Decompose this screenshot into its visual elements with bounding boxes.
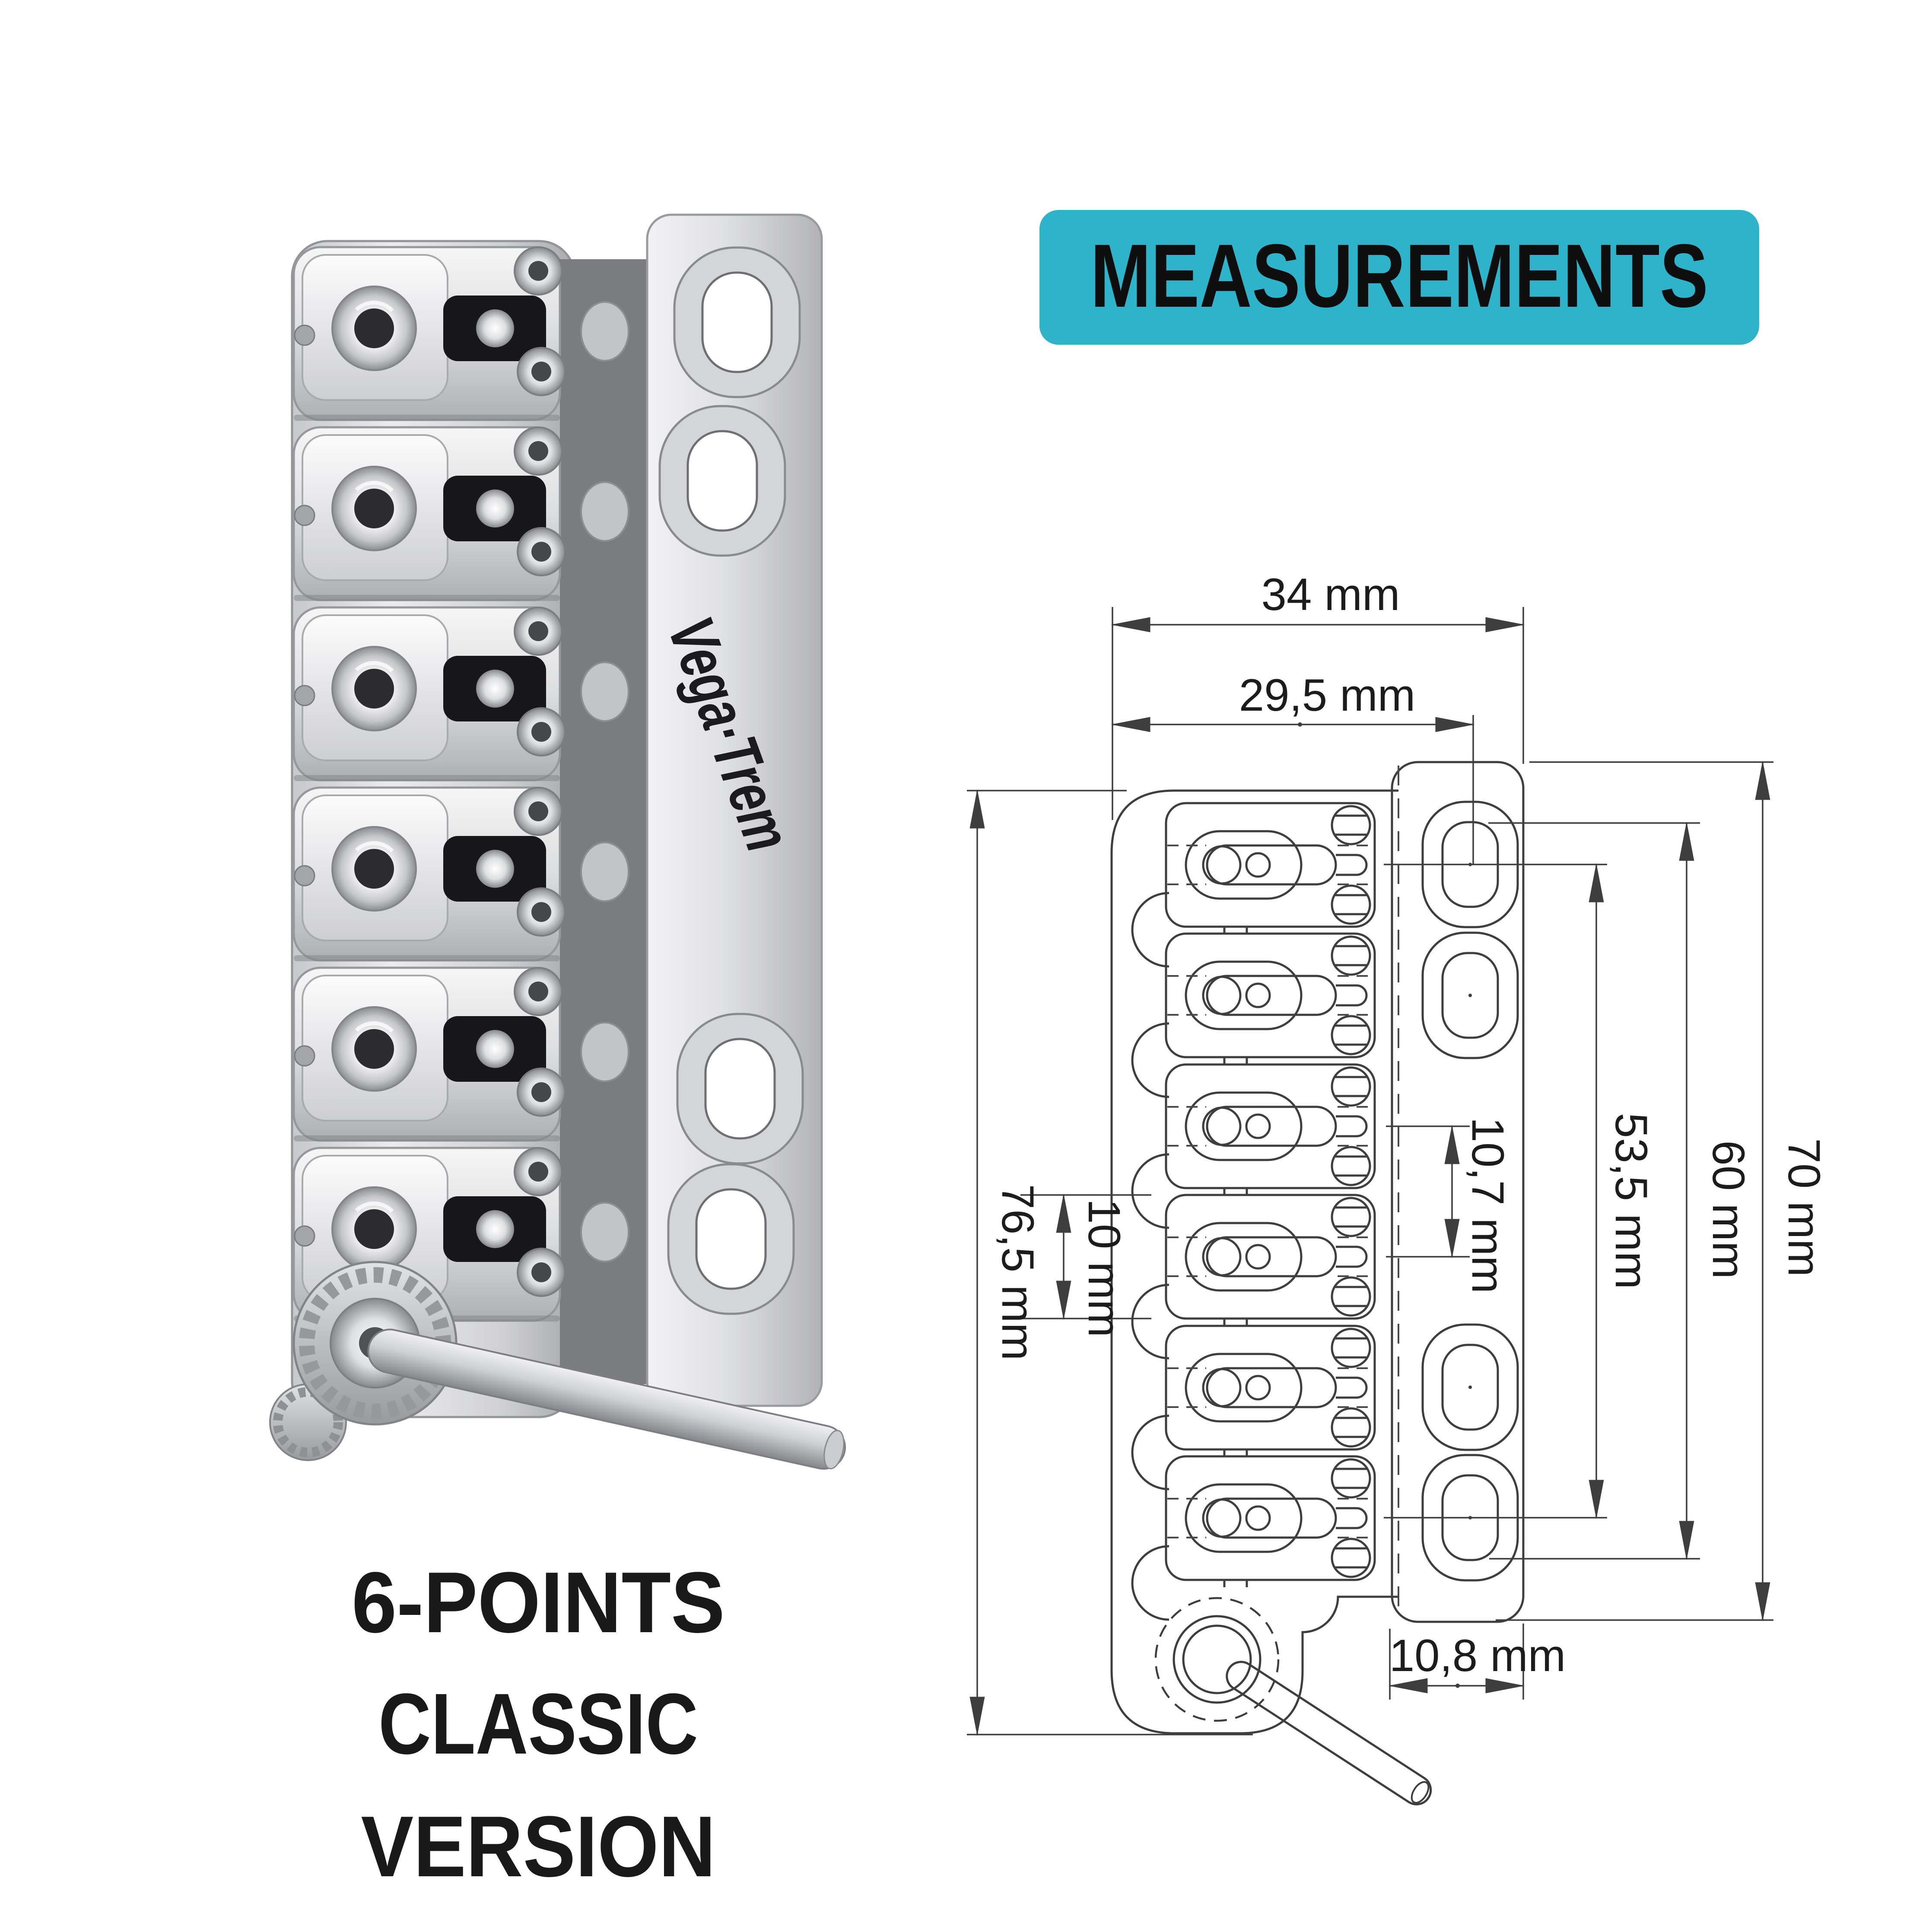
dim-label-plate-width: 10,8 mm <box>1389 1630 1566 1681</box>
drawing-hole-3 <box>1423 1325 1518 1450</box>
saddle-block-outline <box>1110 789 1398 1735</box>
technical-drawing: 34 mm 29,5 mm 76,5 mm 10 mm 10,7 mm 53,5… <box>967 569 1829 1805</box>
dim-label-hole-span-inner: 53,5 mm <box>1606 1113 1656 1289</box>
drawing-tremolo-arm <box>1226 1661 1432 1805</box>
product-photo: Vega·Trem <box>269 213 846 1470</box>
mounting-hole-photo-2 <box>660 406 785 556</box>
mounting-plate-outline <box>1391 761 1525 1623</box>
drawing-hole-2 <box>1423 933 1518 1058</box>
dim-label-hole-offset: 29,5 mm <box>1239 670 1415 721</box>
measurements-banner: MEASUREMENTS <box>1039 210 1759 345</box>
dim-label-body-height: 76,5 mm <box>992 1184 1043 1360</box>
dim-label-hole-span-outer: 60 mm <box>1703 1141 1754 1279</box>
mounting-hole-photo-3 <box>677 1014 803 1163</box>
dimension-lines <box>969 617 1770 1736</box>
caption-line-3: VERSION <box>361 1799 716 1895</box>
dim-midpoint-tick <box>1298 722 1302 727</box>
string-channel-gap <box>560 259 649 1384</box>
dim-label-saddle-height: 10 mm <box>1079 1199 1129 1338</box>
mounting-hole-photo-1 <box>674 248 800 397</box>
mounting-hole-photo-4 <box>668 1164 794 1314</box>
caption-line-2: CLASSIC <box>378 1676 698 1772</box>
drawing-thumb-wheel <box>1154 1597 1280 1722</box>
banner-background <box>1039 210 1759 345</box>
caption-line-1: 6-POINTS <box>352 1554 725 1651</box>
tremolo-arm-photo <box>367 1328 846 1470</box>
banner-label: MEASUREMENTS <box>1090 226 1708 326</box>
dim-label-plate-height: 70 mm <box>1779 1138 1829 1277</box>
dim-label-total-width: 34 mm <box>1262 569 1400 620</box>
caption: 6-POINTS CLASSIC VERSION <box>352 1554 725 1895</box>
extension-lines <box>967 607 1773 1735</box>
dim-midpoint-tick <box>1455 1684 1460 1688</box>
dimension-labels: 34 mm 29,5 mm 76,5 mm 10 mm 10,7 mm 53,5… <box>992 569 1829 1681</box>
dim-label-string-spacing: 10,7 mm <box>1462 1117 1513 1293</box>
drawing-saddle-6 <box>1132 1456 1375 1620</box>
